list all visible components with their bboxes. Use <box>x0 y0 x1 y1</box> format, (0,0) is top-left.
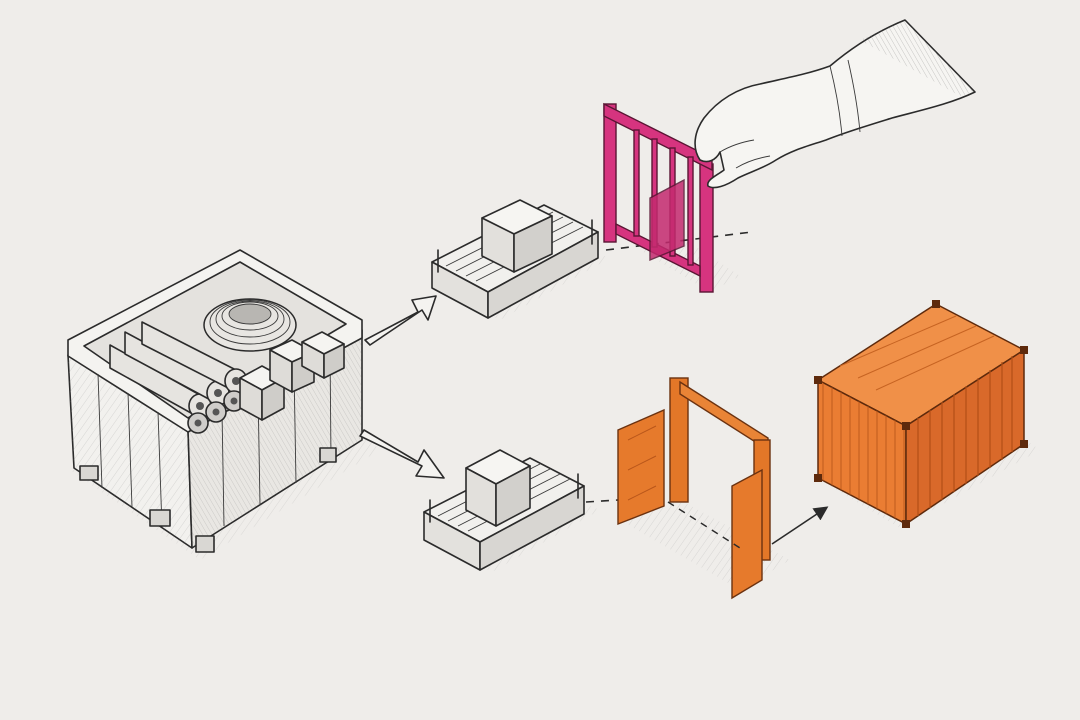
hand-icon <box>694 19 976 189</box>
magenta-gate-icon <box>603 102 740 293</box>
box-icon <box>481 199 553 273</box>
box-icon <box>239 331 345 421</box>
arrow-icon <box>364 295 437 346</box>
box-icon <box>465 449 531 527</box>
arrow-icon <box>771 506 829 545</box>
pipes-icon <box>109 321 248 434</box>
cable-coil-icon <box>203 298 297 352</box>
shipping-container-icon <box>814 300 1040 528</box>
orange-gate-icon <box>617 377 790 600</box>
arrow-icon <box>359 429 445 479</box>
